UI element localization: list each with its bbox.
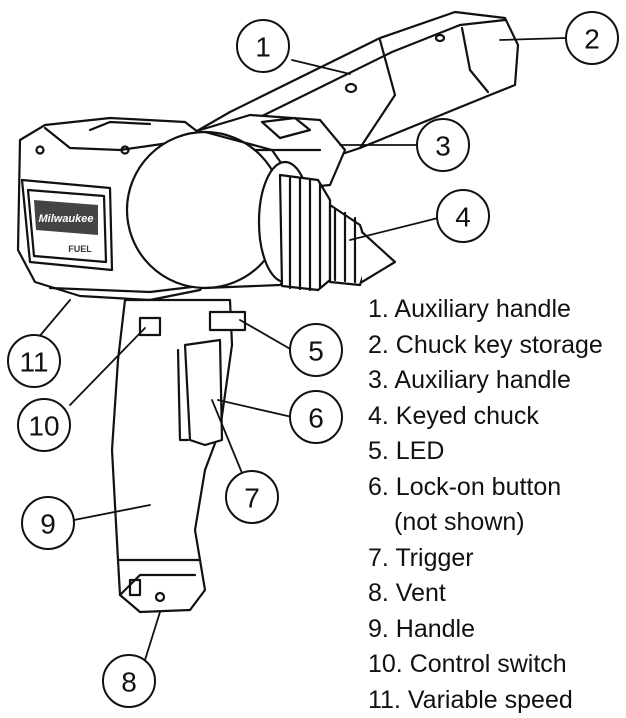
callout-10: 10 (28, 411, 59, 442)
legend-item-7: 7. Trigger (368, 541, 626, 577)
callout-11: 11 (19, 347, 48, 378)
logo-text: Milwaukee (38, 213, 93, 225)
callout-2: 2 (584, 24, 600, 55)
callout-5: 5 (308, 336, 324, 367)
legend-item-3: 3. Auxiliary handle (368, 363, 626, 399)
legend-item-11: 11. Variable speed (368, 683, 626, 718)
legend-item-1: 1. Auxiliary handle (368, 292, 626, 328)
callout-6: 6 (308, 403, 324, 434)
callout-1: 1 (255, 32, 271, 63)
model-text: FUEL (68, 244, 92, 254)
legend-item-6: 6. Lock-on button(not shown) (368, 470, 626, 541)
callout-8: 8 (121, 667, 137, 698)
parts-legend: 1. Auxiliary handle 2. Chuck key storage… (368, 292, 626, 718)
callout-7: 7 (244, 483, 260, 514)
legend-item-5: 5. LED (368, 434, 626, 470)
legend-item-9: 9. Handle (368, 612, 626, 648)
legend-item-4: 4. Keyed chuck (368, 399, 626, 435)
callout-3: 3 (435, 131, 451, 162)
led-illustration (210, 312, 245, 330)
legend-item-2: 2. Chuck key storage (368, 328, 626, 364)
legend-item-8: 8. Vent (368, 576, 626, 612)
callout-9: 9 (40, 509, 56, 540)
legend-item-10: 10. Control switch (368, 647, 626, 683)
callout-4: 4 (455, 202, 471, 233)
legend-item-6-note: (not shown) (368, 505, 626, 541)
control-switch-illustration (140, 318, 160, 335)
